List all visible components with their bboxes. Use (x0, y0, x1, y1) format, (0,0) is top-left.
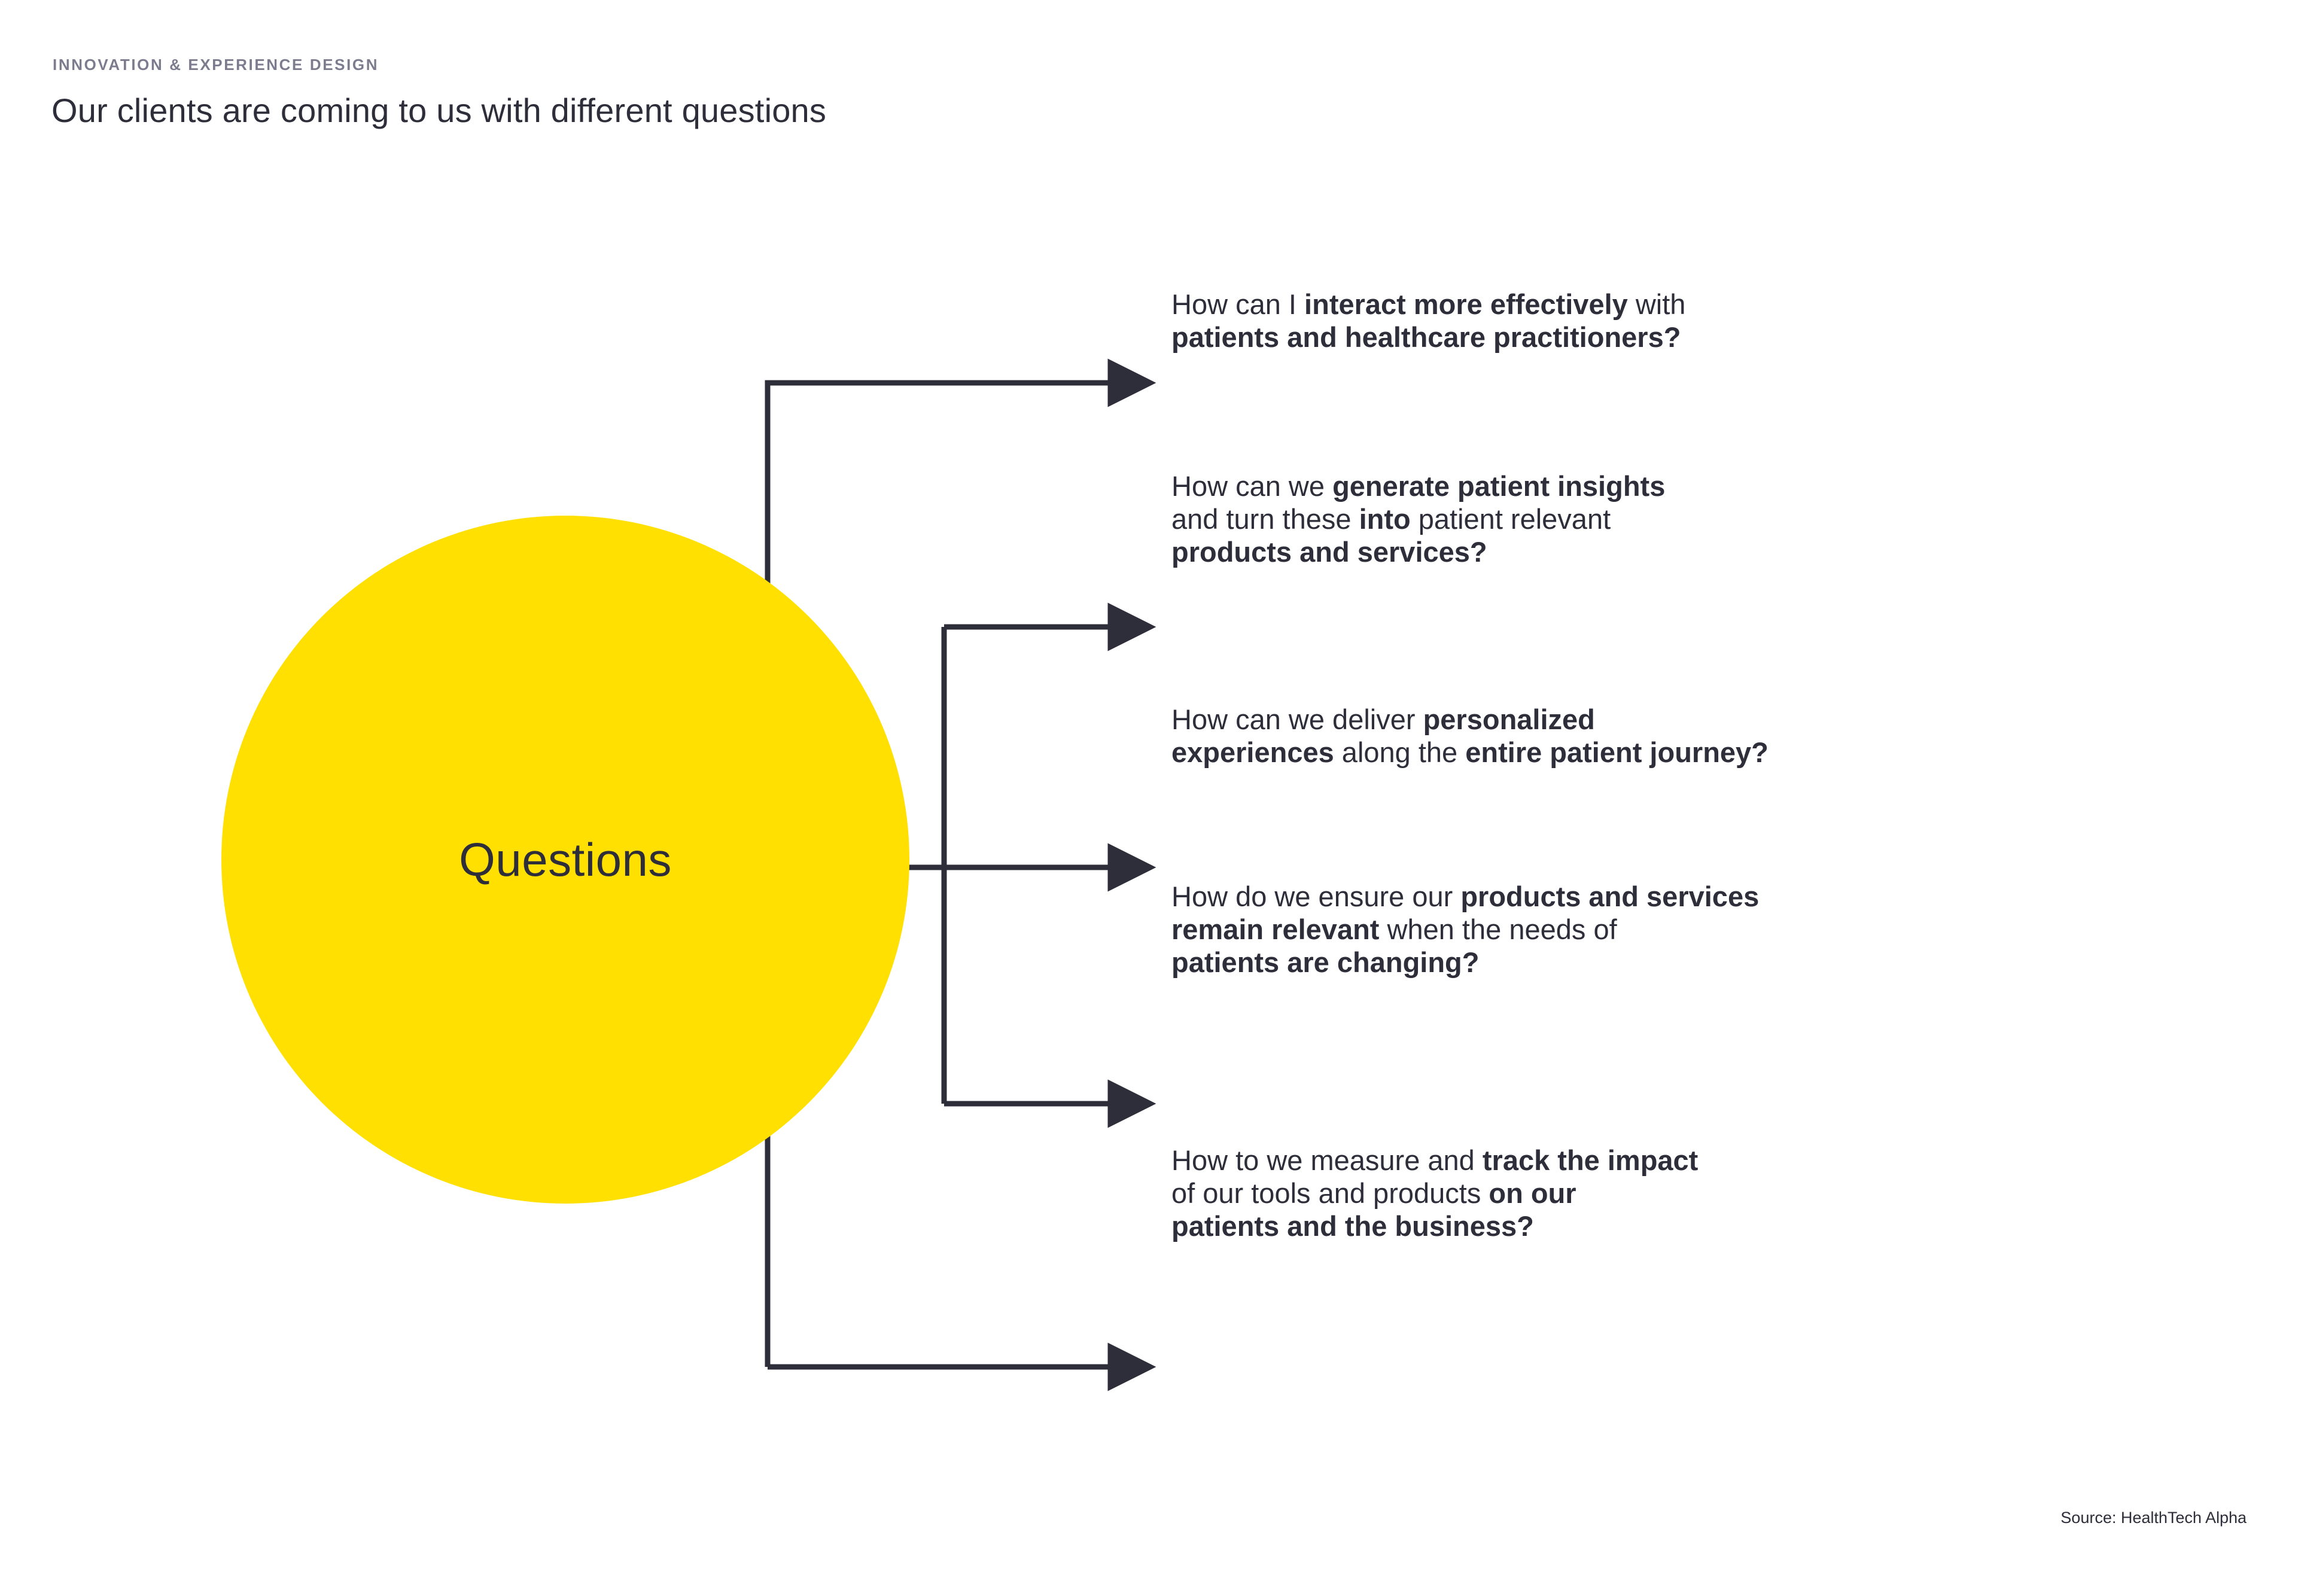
question-line: patients and the business? (1171, 1210, 2189, 1243)
question-block-4: How do we ensure our products and servic… (1171, 881, 2189, 979)
emphasis-text: track the impact (1482, 1144, 1699, 1176)
emphasis-text: experiences (1171, 736, 1334, 768)
plain-text: patient relevant (1410, 502, 1611, 535)
plain-text: and turn these (1171, 502, 1359, 535)
question-line: experiences along the entire patient jou… (1171, 736, 2189, 769)
emphasis-text: remain relevant (1171, 913, 1380, 945)
question-line: patients and healthcare practitioners? (1171, 321, 2189, 354)
emphasis-text: products and services? (1171, 535, 1487, 568)
emphasis-text: into (1359, 502, 1411, 535)
question-line: remain relevant when the needs of (1171, 913, 2189, 946)
question-line: How can I interact more effectively with (1171, 288, 2189, 321)
page-title: Our clients are coming to us with differ… (51, 92, 827, 129)
plain-text: How to we measure and (1171, 1144, 1483, 1176)
emphasis-text: products and services (1460, 881, 1760, 912)
hub-circle: Questions (221, 516, 909, 1204)
question-line: patients are changing? (1171, 946, 2189, 979)
emphasis-text: patients and healthcare practitioners? (1171, 321, 1681, 353)
question-line: of our tools and products on our (1171, 1177, 2189, 1210)
emphasis-text: patients and the business? (1171, 1210, 1534, 1242)
plain-text: How can we (1171, 470, 1333, 502)
hub-label: Questions (459, 833, 672, 886)
plain-text: of our tools and products (1171, 1177, 1489, 1209)
plain-text: with (1627, 288, 1686, 320)
question-line: and turn these into patient relevant (1171, 503, 2189, 536)
plain-text: How can we deliver (1171, 703, 1423, 735)
emphasis-text: patients are changing? (1171, 946, 1480, 978)
question-line: How can we generate patient insights (1171, 470, 2189, 503)
emphasis-text: on our (1489, 1177, 1576, 1209)
emphasis-text: interact more effectively (1304, 288, 1628, 320)
question-line: How to we measure and track the impact (1171, 1144, 2189, 1177)
question-line: products and services? (1171, 536, 2189, 569)
plain-text: when the needs of (1379, 913, 1617, 945)
plain-text: How do we ensure our (1171, 881, 1461, 912)
emphasis-text: entire patient journey? (1465, 736, 1769, 768)
source-note: Source: HealthTech Alpha (2060, 1509, 2247, 1527)
emphasis-text: generate patient insights (1332, 470, 1666, 502)
emphasis-text: personalized (1423, 703, 1595, 735)
plain-text: How can I (1171, 288, 1305, 320)
question-line: How can we deliver personalized (1171, 703, 2189, 736)
slide-eyebrow: INNOVATION & EXPERIENCE DESIGN (53, 56, 379, 74)
question-line: How do we ensure our products and servic… (1171, 881, 2189, 913)
question-block-1: How can I interact more effectively with… (1171, 288, 2189, 354)
plain-text: along the (1334, 736, 1466, 768)
